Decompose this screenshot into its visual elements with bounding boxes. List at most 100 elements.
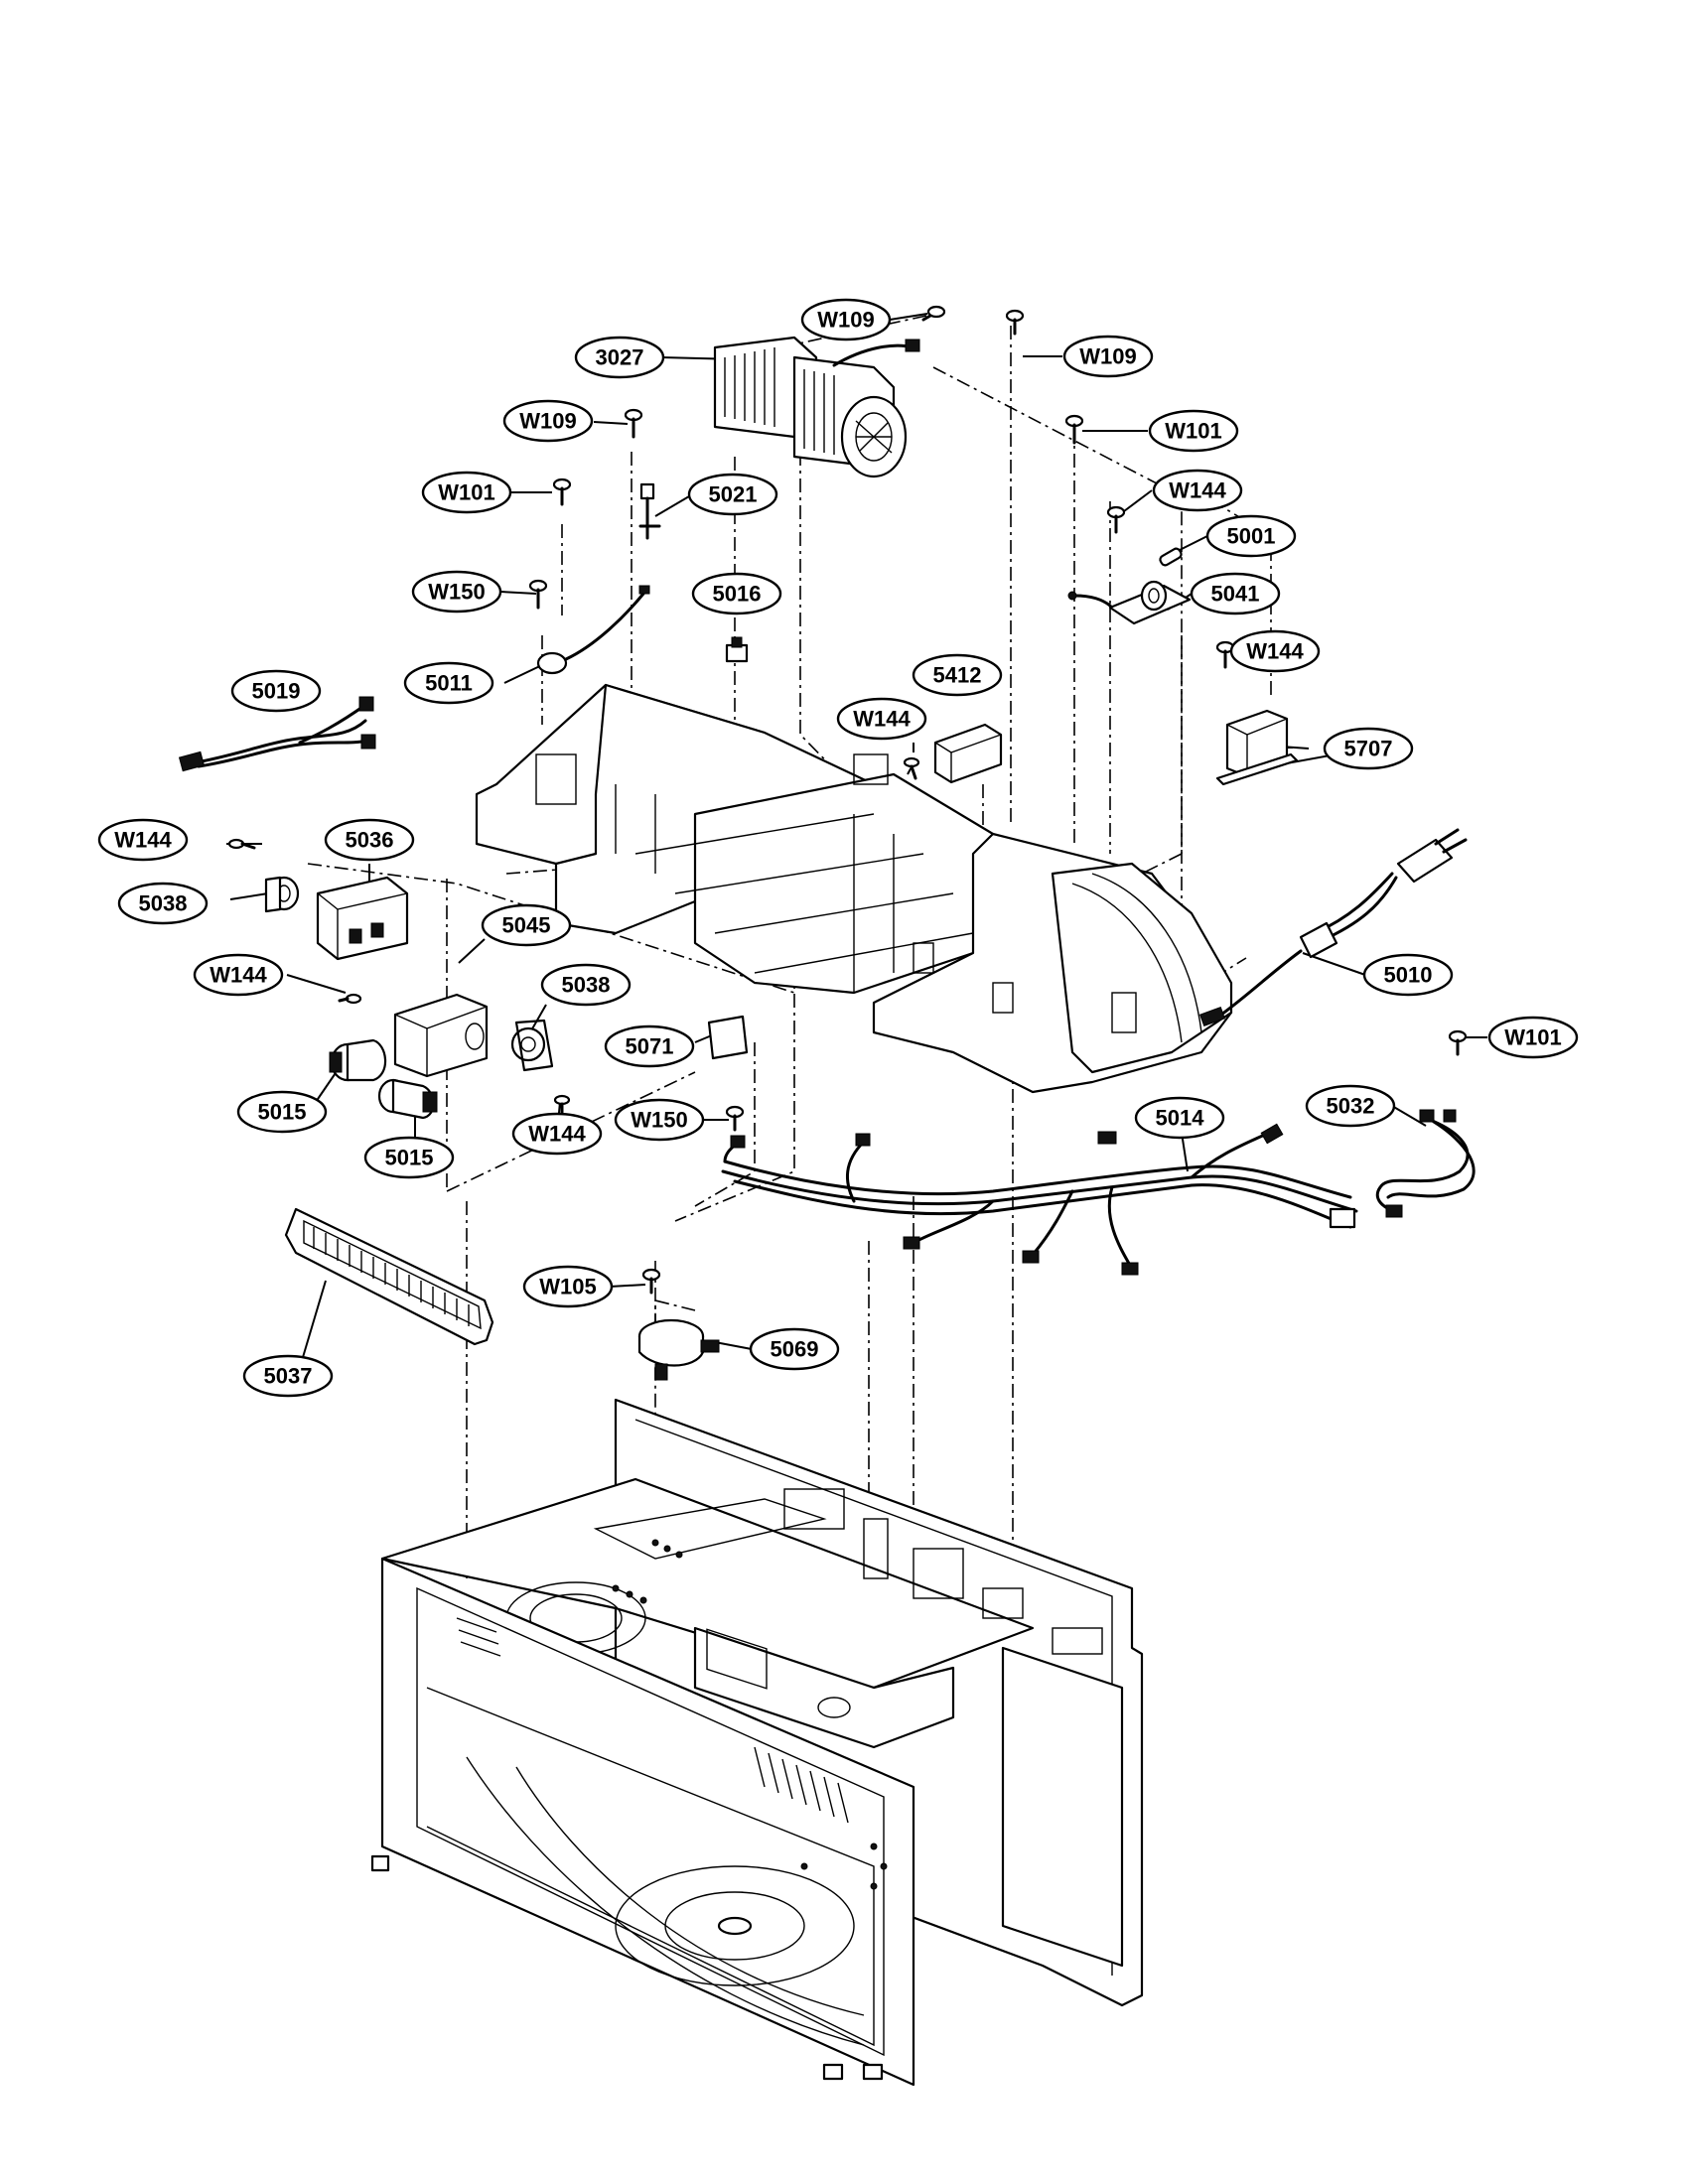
callout-w144-d-label: W144 [114,828,172,853]
callout-w144-f: W144 [511,1112,603,1156]
grille-5037-icon [284,1207,494,1346]
callout-5069-label: 5069 [771,1337,819,1362]
part-5045-icon [393,993,489,1078]
callout-w144-a-label: W144 [1169,478,1226,503]
screw-w101-right-icon [1064,414,1084,445]
harness-5032-icon [1375,1109,1476,1218]
callout-5010-label: 5010 [1384,963,1433,988]
callout-5015-b: 5015 [363,1136,455,1179]
callout-5001: 5001 [1205,514,1297,558]
callout-5001-label: 5001 [1227,524,1276,549]
transformer-5707-icon [1215,709,1299,786]
callout-5038-right-label: 5038 [562,973,611,998]
callout-w109-top: W109 [800,298,892,341]
callout-5707-label: 5707 [1344,737,1393,761]
callout-5038-right: 5038 [540,963,632,1007]
callout-5045: 5045 [481,903,572,947]
cabinet-cavity-icon [370,1398,1144,2087]
callout-5045-label: 5045 [502,913,551,938]
callout-3027: 3027 [574,336,665,379]
lamp-5015-b-icon [377,1078,438,1120]
screw-w109-left-icon [624,408,643,439]
callout-w109-right-label: W109 [1079,344,1136,369]
callout-5071: 5071 [604,1024,695,1068]
power-cord-5010-icon [1198,828,1468,1027]
callout-w144-e-label: W144 [210,963,267,988]
callout-w101-right: W101 [1148,409,1239,453]
callout-5041: 5041 [1190,572,1281,615]
callout-w101-low-label: W101 [1504,1025,1561,1050]
callout-w144-f-label: W144 [528,1122,586,1147]
screw-w105-icon [641,1268,661,1295]
plate-5071-icon [707,1015,749,1060]
callout-5412: 5412 [912,653,1003,697]
callout-w105: W105 [522,1265,614,1308]
callout-5015-a: 5015 [236,1090,328,1134]
part-5001-icon [1159,547,1183,567]
callout-5011-label: 5011 [425,671,473,696]
callout-5021: 5021 [687,473,778,516]
callout-w150-top-label: W150 [428,580,485,605]
callout-5041-label: 5041 [1211,582,1260,607]
callout-w144-b: W144 [1229,629,1321,673]
callout-w144-b-label: W144 [1246,639,1304,664]
callout-5037-label: 5037 [264,1364,313,1389]
screw-w144-a-icon [1106,505,1126,534]
callout-5038-left: 5038 [117,882,209,925]
blower-fan-3027-icon [713,336,920,478]
callout-w101-left: W101 [421,471,512,514]
callout-5015-b-label: 5015 [385,1146,434,1170]
callout-5010: 5010 [1362,953,1454,997]
part-5038-right-icon [510,1019,554,1072]
callout-w144-e: W144 [193,953,284,997]
callout-w109-left-label: W109 [519,409,576,434]
callout-5015-a-label: 5015 [258,1100,307,1125]
callout-5032: 5032 [1305,1084,1396,1128]
motor-5069-icon [637,1318,720,1381]
screw-w150-top-icon [528,579,548,610]
part-5016-icon [725,636,749,663]
screw-w150-low-icon [725,1105,745,1132]
callout-w101-right-label: W101 [1165,419,1221,444]
callout-5019: 5019 [230,669,322,713]
callout-w101-low: W101 [1487,1016,1579,1059]
screw-w109-top-icon [921,305,946,322]
part-5038-left-icon [264,876,300,913]
upper-chassis-icon [475,683,1233,1094]
part-5011-icon [536,585,650,675]
screw-w144-e-icon [338,993,362,1005]
screw-w109-right-icon [1005,309,1025,336]
callout-5016-label: 5016 [713,582,762,607]
part-5021-icon [638,482,661,540]
callout-w109-left: W109 [502,399,594,443]
callout-5036: 5036 [324,818,415,862]
callout-5016: 5016 [691,572,782,615]
screw-w144-d-icon [227,838,256,850]
callout-5032-label: 5032 [1327,1094,1375,1119]
part-5036-icon [316,876,409,961]
callout-w150-low: W150 [614,1098,705,1142]
callout-w109-top-label: W109 [817,308,874,333]
callout-w109-right: W109 [1062,335,1154,378]
relay-5412-icon [903,723,1003,784]
callout-5011: 5011 [403,661,494,705]
screw-w101-left-icon [552,478,572,506]
harness-5019-icon [178,696,376,772]
board-5041-icon [1067,580,1192,625]
callout-5038-left-label: 5038 [139,891,188,916]
callout-w144-a: W144 [1152,469,1243,512]
callout-w144-c-label: W144 [853,707,911,732]
callout-labels: W109 3027 W109 W109 W101 W101 5021 W144 [97,298,1579,1398]
callout-3027-label: 3027 [596,345,644,370]
callout-5019-label: 5019 [252,679,301,704]
screw-w101-low-icon [1448,1029,1468,1056]
callout-w144-c: W144 [836,697,927,741]
callout-5036-label: 5036 [346,828,394,853]
screw-w144-f-icon [553,1094,571,1118]
callout-w105-label: W105 [539,1275,596,1299]
callout-5037: 5037 [242,1354,334,1398]
harness-5014-icon [721,1123,1358,1276]
callout-5707: 5707 [1323,727,1414,770]
callout-5412-label: 5412 [933,663,982,688]
